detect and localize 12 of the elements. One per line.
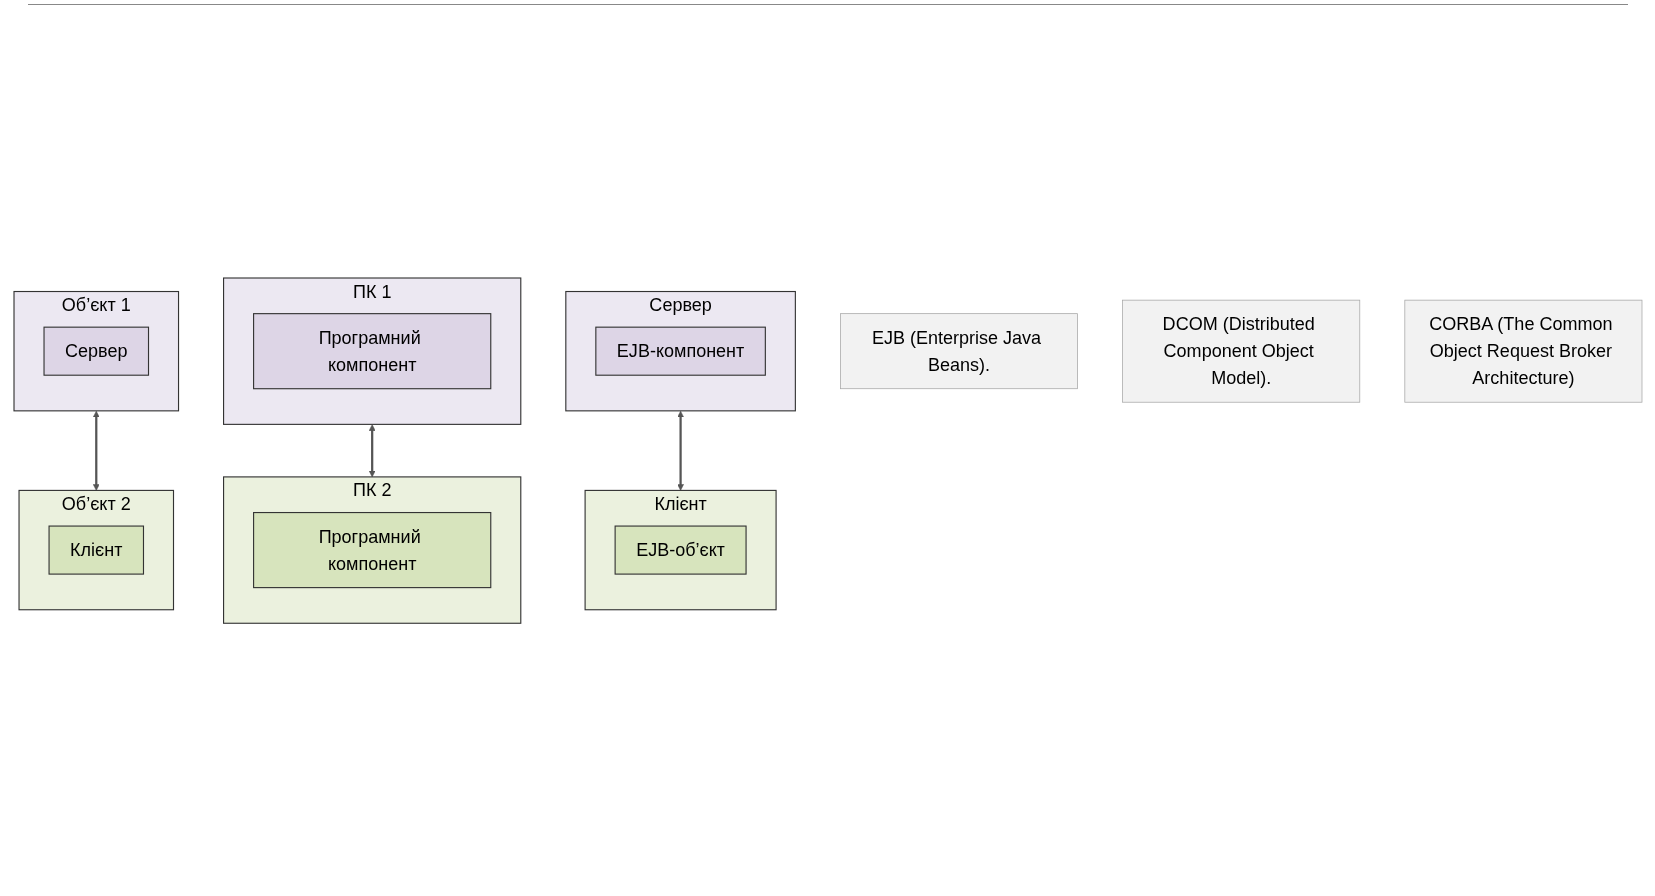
arrow xyxy=(676,410,684,491)
node-box: Клієнт xyxy=(48,525,144,575)
node-box: DCOM (Distributed Component Object Model). xyxy=(1121,299,1360,403)
arrow xyxy=(368,424,375,478)
node-box: EJB (Enterprise Java Beans). xyxy=(839,313,1078,389)
node-box: EJB-компонент xyxy=(594,326,766,376)
node-box: EJB-об’єкт xyxy=(614,525,747,575)
node-box: Програмний компонент xyxy=(252,312,491,390)
node-box: Сервер xyxy=(42,326,149,376)
arrow xyxy=(92,410,100,491)
node-box: CORBA (The Common Object Request Broker Architecture) xyxy=(1403,299,1642,403)
node-box: Програмний компонент xyxy=(252,511,491,589)
